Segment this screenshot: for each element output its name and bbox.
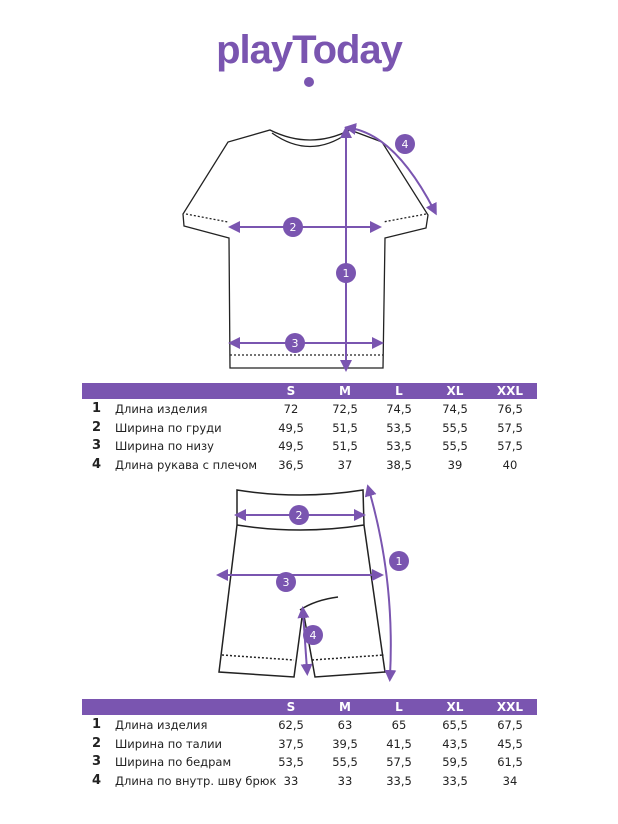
measurement-value: 45,5: [497, 736, 523, 751]
measurement-value: 74,5: [386, 402, 412, 416]
table-row: 3 Ширина по бедрам 53,5 55,5 57,5 59,5 61,5: [82, 752, 537, 771]
measurement-value: 57,5: [497, 439, 523, 454]
measurement-value: 53,5: [386, 420, 412, 435]
measurement-value: 72,5: [332, 402, 358, 416]
table-row: 4 Длина рукава с плечом 36,5 37 38,5 39 40: [82, 455, 537, 474]
measurement-value: 61,5: [497, 755, 523, 770]
measurement-value: 49,5: [278, 439, 304, 454]
measurement-label: Длина изделия: [115, 718, 208, 732]
measurement-value: 37: [337, 457, 353, 472]
marker-3: 3: [283, 576, 290, 589]
measurement-value: 49,5: [278, 420, 304, 435]
marker-4: 4: [310, 629, 317, 642]
measurement-value: 55,5: [442, 420, 468, 435]
table-row: 3 Ширина по низу 49,5 51,5 53,5 55,5 57,5: [82, 436, 537, 455]
table-row: 1 Длина изделия 72 72,5 74,5 74,5 76,5: [82, 399, 537, 418]
tshirt-size-table: S M L XL XXL 1 Длина изделия 72 72,5 74,5 74,5 76…: [82, 383, 537, 473]
tshirt-drawing: [182, 129, 429, 369]
measurement-value: 55,5: [442, 439, 468, 454]
shorts-size-table: S M L XL XXL 1 Длина изделия 62,5 63 65 65,5 67,5…: [82, 699, 537, 789]
size-xl: XL: [446, 384, 464, 398]
measurement-value: 72: [283, 402, 299, 416]
marker-3: 3: [292, 337, 299, 350]
row-number: 1: [92, 401, 102, 416]
size-m: M: [339, 700, 351, 714]
measurement-label: Длина рукава с плечом: [115, 457, 258, 472]
brand-logo: playToday: [216, 28, 403, 72]
size-header: S M L XL XXL: [82, 383, 537, 399]
measurement-value: 40: [502, 457, 518, 472]
shorts-markers: 1 2 3 4: [276, 505, 409, 645]
measurement-label: Ширина по талии: [115, 736, 223, 751]
size-xxl: XXL: [496, 700, 524, 714]
measurement-label: Ширина по бедрам: [115, 755, 232, 770]
measurement-value: 53,5: [278, 755, 304, 770]
measurement-value: 39,5: [332, 736, 358, 751]
measurement-value: 38,5: [386, 457, 412, 472]
measurement-value: 34: [502, 773, 518, 788]
measurement-value: 39: [447, 457, 463, 472]
measurement-value: 62,5: [278, 718, 304, 732]
measurement-label: Длина по внутр. шву брюк: [115, 773, 277, 788]
row-number: 2: [92, 735, 102, 751]
row-number: 4: [92, 772, 102, 788]
measurement-value: 41,5: [386, 736, 412, 751]
row-number: 4: [92, 456, 102, 472]
measurement-value: 33,5: [442, 773, 468, 788]
row-number: 1: [92, 717, 102, 732]
measurement-value: 33: [337, 773, 353, 788]
measurement-value: 57,5: [497, 420, 523, 435]
measurement-value: 37,5: [278, 736, 304, 751]
size-xl: XL: [446, 700, 464, 714]
table-row: 2 Ширина по груди 49,5 51,5 53,5 55,5 57,5: [82, 418, 537, 437]
marker-2: 2: [296, 509, 303, 522]
tshirt-markers: 1 2 3 4: [283, 134, 415, 353]
size-l: L: [395, 700, 403, 714]
size-m: M: [339, 384, 351, 398]
measurement-value: 74,5: [442, 402, 468, 416]
marker-1: 1: [343, 267, 350, 280]
size-header: S M L XL XXL: [82, 699, 537, 715]
marker-4: 4: [402, 138, 409, 151]
measurement-label: Длина изделия: [115, 402, 208, 416]
marker-1: 1: [396, 555, 403, 568]
table-row: 2 Ширина по талии 37,5 39,5 41,5 43,5 45,5: [82, 734, 537, 753]
marker-2: 2: [290, 221, 297, 234]
row-number: 2: [92, 419, 102, 435]
table-row: 4 Длина по внутр. шву брюк 33 33 33,5 33,5 34: [82, 771, 537, 790]
measurement-label: Ширина по груди: [115, 420, 222, 435]
measurement-value: 33: [283, 773, 299, 788]
measurement-value: 33,5: [386, 773, 412, 788]
measurement-value: 57,5: [386, 755, 412, 770]
measurement-value: 67,5: [497, 718, 523, 732]
measurement-value: 76,5: [497, 402, 523, 416]
measurement-label: Ширина по низу: [115, 439, 214, 454]
measurement-value: 55,5: [332, 755, 358, 770]
row-number: 3: [92, 754, 102, 770]
measurement-value: 59,5: [442, 755, 468, 770]
measurement-value: 36,5: [278, 457, 304, 472]
measurement-value: 65: [391, 718, 407, 732]
measurement-value: 51,5: [332, 420, 358, 435]
measurement-value: 43,5: [442, 736, 468, 751]
size-s: S: [286, 700, 296, 714]
logo-dot: [304, 77, 314, 87]
row-number: 3: [92, 438, 102, 454]
size-s: S: [286, 384, 296, 398]
measurement-value: 53,5: [386, 439, 412, 454]
size-l: L: [395, 384, 403, 398]
table-row: 1 Длина изделия 62,5 63 65 65,5 67,5: [82, 715, 537, 734]
measurement-value: 63: [337, 718, 353, 732]
size-xxl: XXL: [496, 384, 524, 398]
measurement-value: 65,5: [442, 718, 468, 732]
measurement-value: 51,5: [332, 439, 358, 454]
